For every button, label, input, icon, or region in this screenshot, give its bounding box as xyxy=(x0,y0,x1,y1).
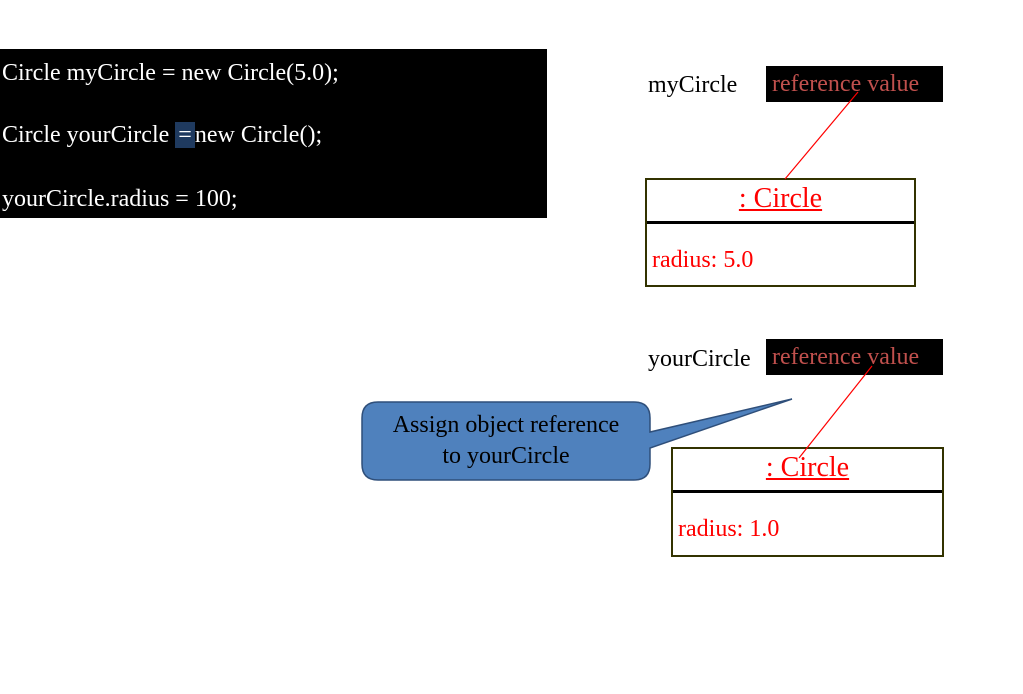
object-1-divider xyxy=(647,221,914,224)
code-panel: Circle myCircle = new Circle(5.0); Circl… xyxy=(0,49,547,218)
variable-mycircle: myCircle xyxy=(648,72,738,98)
code-line-2-end: new Circle(); xyxy=(194,122,323,148)
mycircle-reference-box: reference value xyxy=(766,66,943,102)
object-circle-2: : Circle radius: 1.0 xyxy=(671,447,944,557)
object-1-title: : Circle xyxy=(738,183,823,214)
yourcircle-reference-box: reference value xyxy=(766,339,943,375)
object-2-divider xyxy=(673,490,942,493)
callout-line-2: to yourCircle xyxy=(442,443,570,469)
variable-yourcircle: yourCircle xyxy=(648,346,751,372)
object-2-radius: radius: 1.0 xyxy=(678,516,780,542)
code-line-1: Circle myCircle = new Circle(5.0); xyxy=(2,60,339,86)
code-line-2-start: Circle yourCircle xyxy=(2,122,176,148)
callout-text: Assign object reference to yourCircle xyxy=(362,410,650,472)
callout-shape xyxy=(361,398,793,481)
object-2-title: : Circle xyxy=(765,452,850,483)
object-circle-1: : Circle radius: 5.0 xyxy=(645,178,916,287)
callout-line-1: Assign object reference xyxy=(392,412,620,438)
assignment-highlight: = xyxy=(175,122,195,148)
code-line-3: yourCircle.radius = 100; xyxy=(2,186,238,212)
object-1-radius: radius: 5.0 xyxy=(652,247,754,273)
code-line-2: Circle yourCircle =new Circle(); xyxy=(2,121,322,149)
